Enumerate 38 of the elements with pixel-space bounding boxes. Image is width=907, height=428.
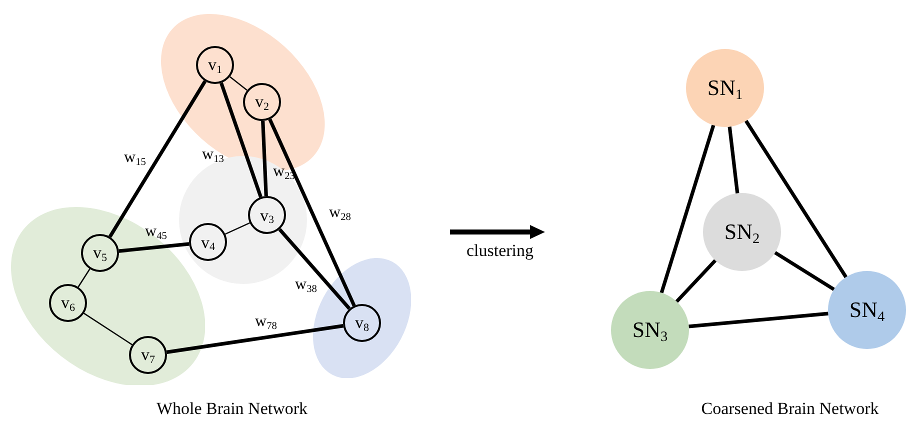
node-label: SN$_{2}$ xyxy=(724,221,760,243)
diagram-caption: Coarsened Brain Network xyxy=(700,398,880,420)
edge-line xyxy=(225,222,250,235)
edge-line xyxy=(261,120,268,196)
node-label: SN$_{3}$ xyxy=(632,319,668,341)
diagram-caption: Whole Brain Network xyxy=(155,398,309,420)
node-label: v$_{8}$ xyxy=(354,314,369,332)
edge-line xyxy=(744,120,848,278)
edge-line xyxy=(675,259,717,303)
edge-line xyxy=(728,126,740,194)
node-label: v$_{6}$ xyxy=(60,294,75,312)
edge-label: w$_{15}$ xyxy=(124,150,146,166)
node-label: v$_{3}$ xyxy=(260,206,274,224)
node-label: v$_{4}$ xyxy=(200,234,216,250)
edge-label: w$_{78}$ xyxy=(255,314,277,330)
edge-line xyxy=(278,228,351,310)
edge-line xyxy=(660,124,716,294)
edge-line xyxy=(108,80,207,238)
edge-line xyxy=(118,242,190,253)
edge-line xyxy=(268,118,356,306)
node-label: v$_{5}$ xyxy=(92,244,107,262)
node-label: SN$_{4}$ xyxy=(849,299,885,321)
edge-line xyxy=(230,76,248,91)
edge-label: w$_{38}$ xyxy=(295,277,317,293)
edge-line xyxy=(166,324,344,354)
edge-label: w$_{13}$ xyxy=(202,147,224,163)
node-label: v$_{1}$ xyxy=(208,56,222,74)
edge-line xyxy=(84,312,132,346)
node-label: v$_{7}$ xyxy=(140,346,155,364)
node-label: SN$_{1}$ xyxy=(707,77,743,99)
edge-line xyxy=(774,251,835,291)
edge-label: w$_{45}$ xyxy=(145,224,167,240)
edge-line xyxy=(220,82,262,198)
edge-line xyxy=(688,312,828,328)
arrow-label: clustering xyxy=(465,240,535,262)
edge-label: w$_{28}$ xyxy=(329,205,351,221)
node-label: v$_{2}$ xyxy=(254,93,269,110)
edge-line xyxy=(78,268,90,288)
